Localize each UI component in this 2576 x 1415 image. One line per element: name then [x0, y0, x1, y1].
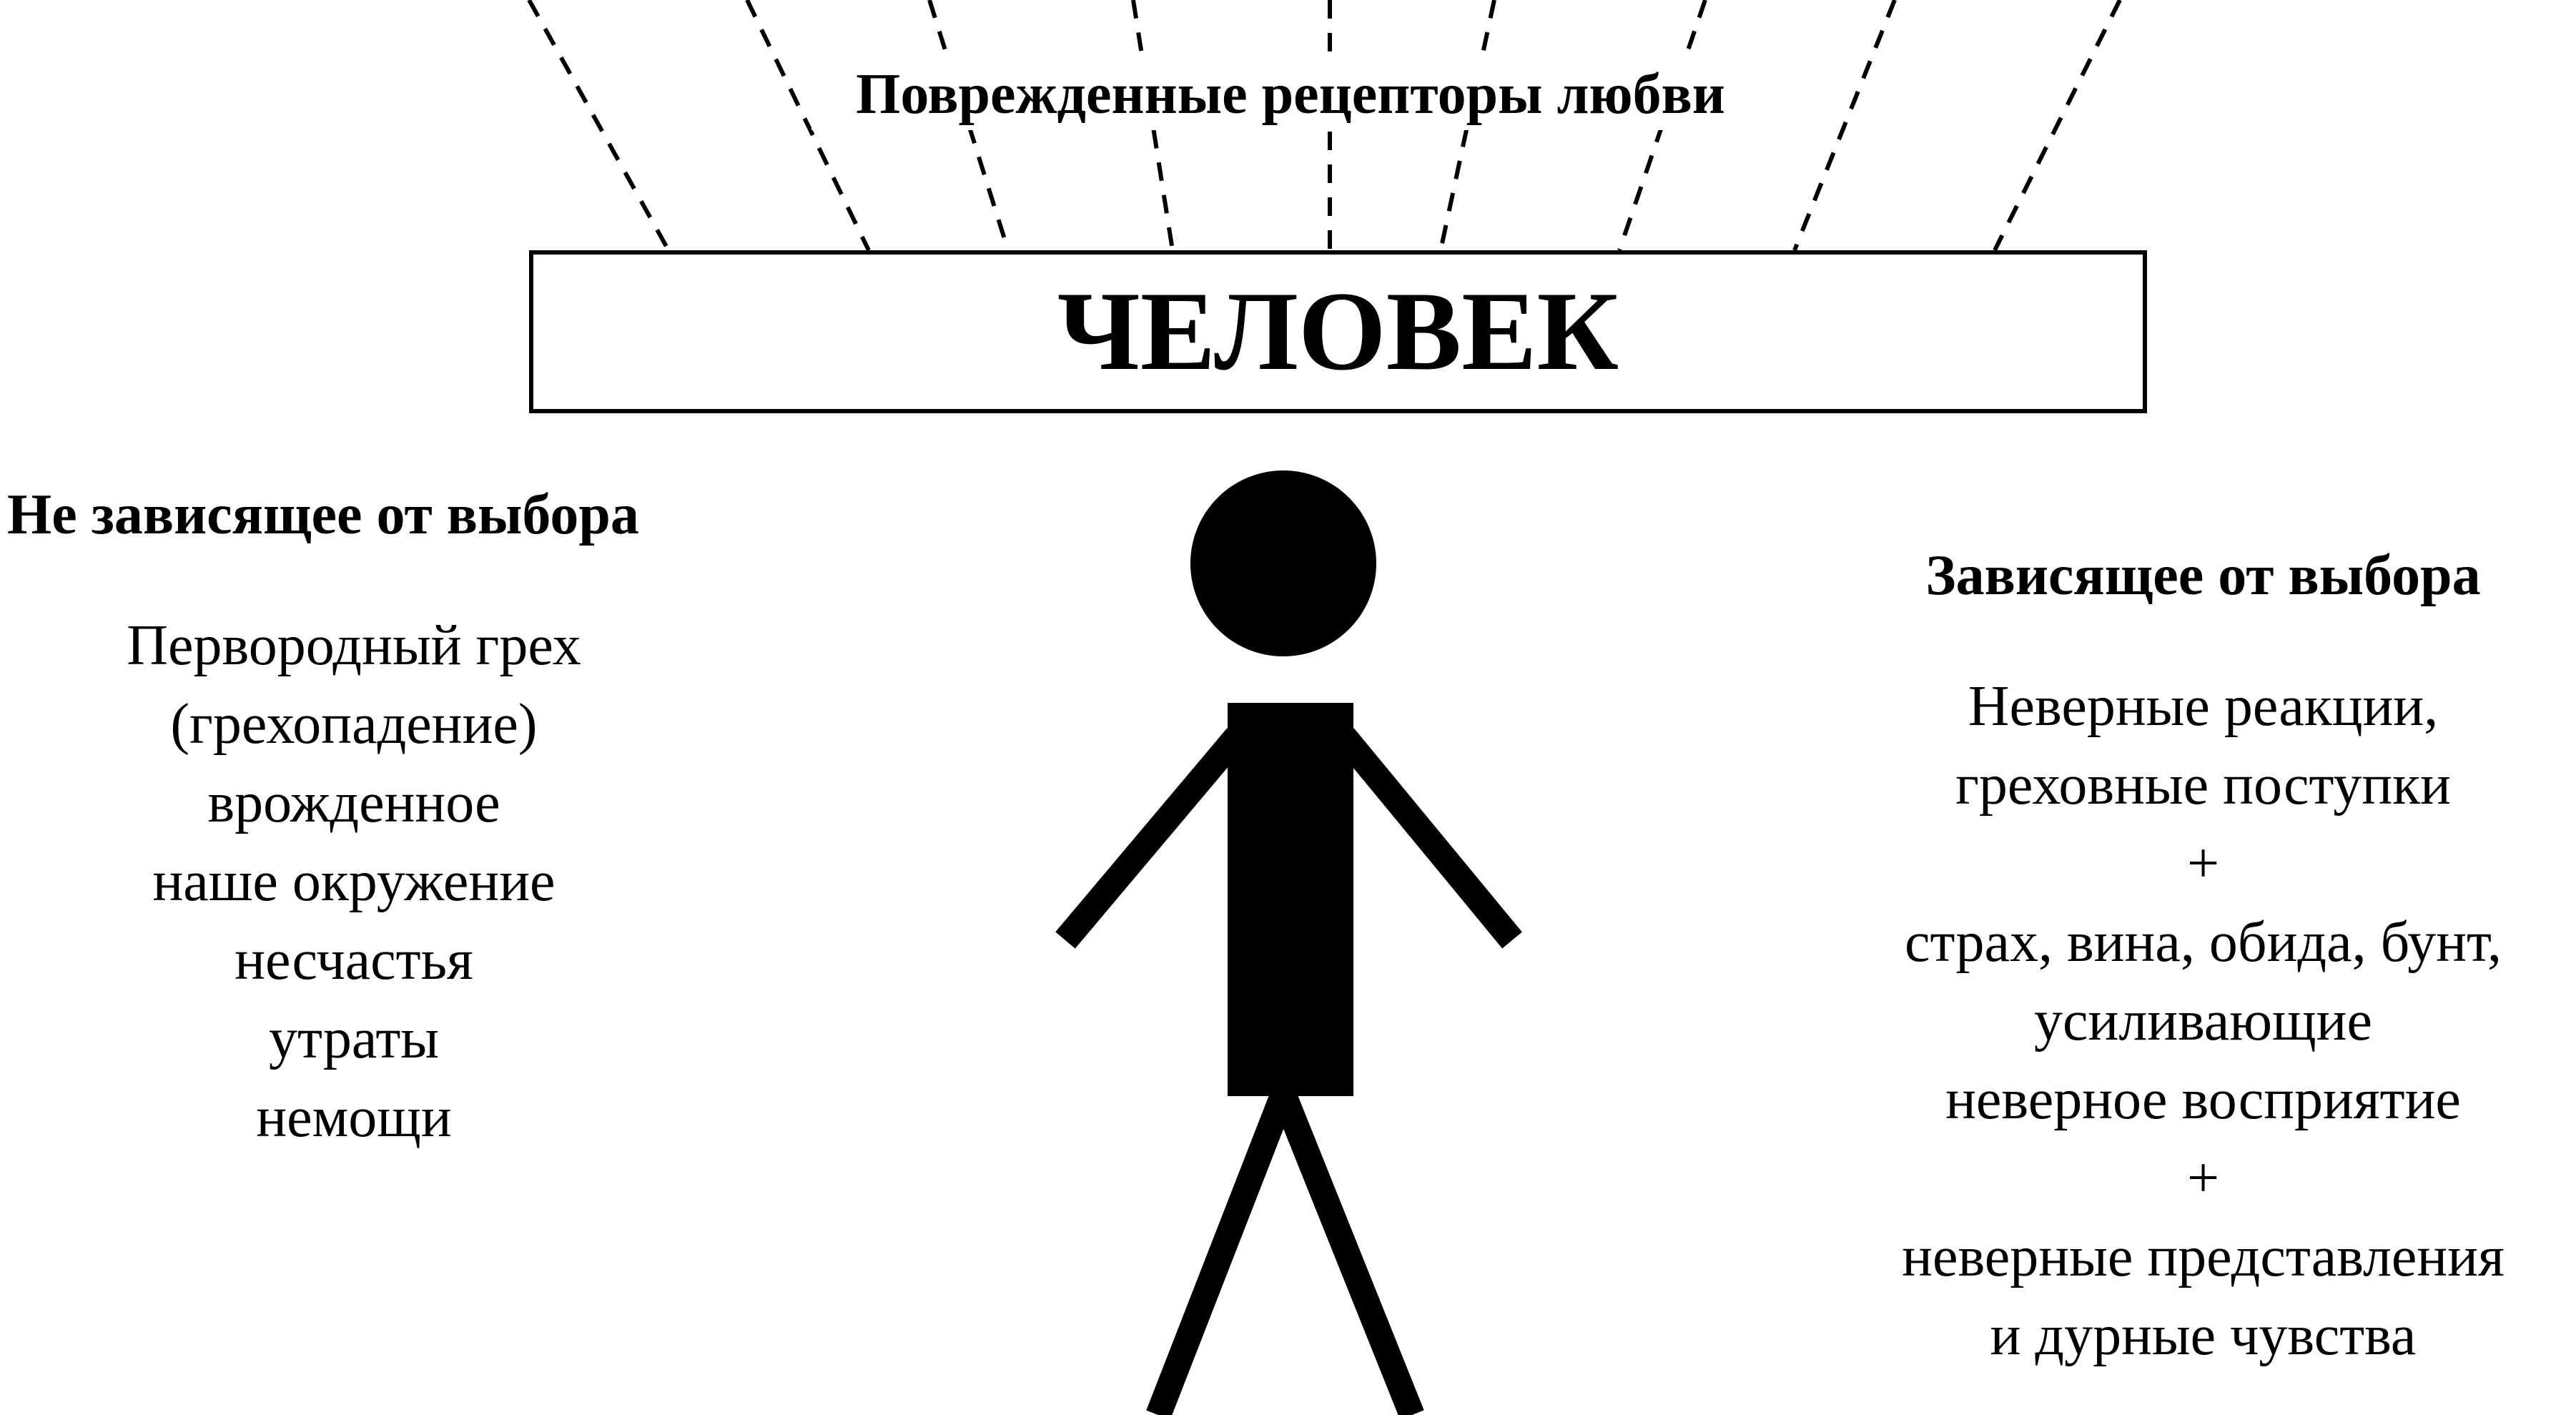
receptor-ray [1438, 0, 1496, 251]
choice-dependent-list: Неверные реакции, греховные поступки + с… [1830, 667, 2576, 1375]
choice-dependent-column: Зависящее от выбора Неверные реакции, гр… [1830, 540, 2576, 1375]
list-item: (грехопадение) [170, 693, 538, 756]
choice-independent-list: Первородный грех (грехопадение) врожденн… [0, 606, 708, 1157]
receptors-label: Поврежденные рецепторы любви [811, 59, 1770, 130]
list-item: страх, вина, обида, бунт, [1905, 911, 2502, 974]
receptor-ray [1792, 0, 1897, 252]
list-item: немощи [256, 1086, 452, 1149]
plus-sign: + [2186, 832, 2220, 895]
list-item: неверные представления [1902, 1226, 2505, 1288]
list-item: Первородный грех [127, 614, 581, 677]
choice-independent-column: Не зависящее от выбора Первородный грех … [0, 479, 708, 1157]
plus-sign: + [2186, 1147, 2220, 1210]
list-item: врожденное [207, 771, 500, 834]
human-box: ЧЕЛОВЕК [529, 250, 2147, 413]
list-item: Неверные реакции, [1968, 675, 2439, 738]
choice-dependent-heading: Зависящее от выбора [1925, 544, 2481, 607]
list-item: неверное восприятие [1945, 1068, 2461, 1131]
list-item: несчастья [235, 929, 473, 992]
list-item: греховные поступки [1955, 754, 2451, 817]
list-item: наше окружение [152, 850, 556, 913]
receptor-ray [745, 0, 871, 252]
list-item: утраты [268, 1007, 440, 1070]
human-title: ЧЕЛОВЕК [1057, 269, 1619, 394]
receptor-ray [527, 0, 671, 252]
choice-independent-heading: Не зависящее от выбора [7, 483, 639, 546]
receptor-ray [927, 0, 1010, 251]
receptor-ray [1993, 0, 2122, 252]
receptor-ray [1131, 0, 1175, 251]
list-item: и дурные чувства [1990, 1304, 2417, 1367]
list-item: усиливающие [2034, 990, 2372, 1052]
